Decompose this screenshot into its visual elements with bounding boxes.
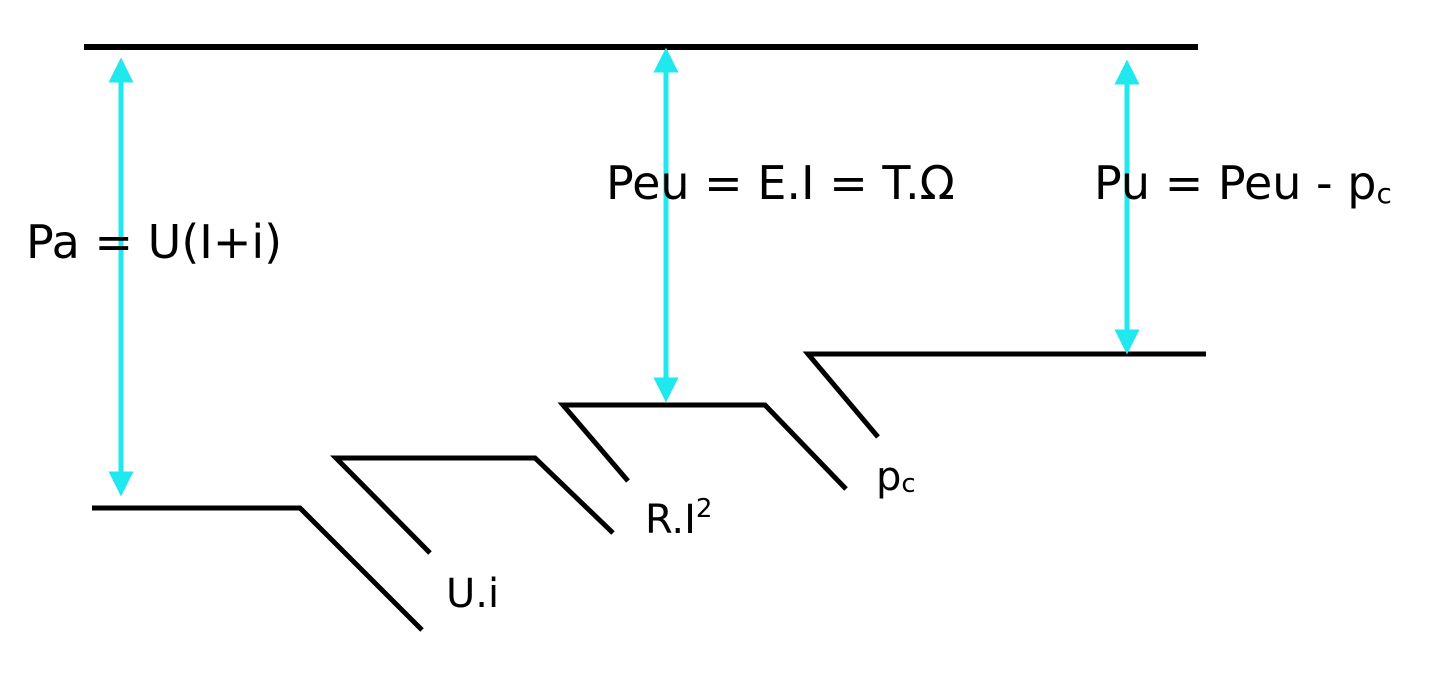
joule-loss-label: R.I2	[645, 494, 712, 543]
pc-loss-subscript: c	[901, 469, 915, 499]
output-step-line	[802, 351, 1206, 439]
ui-loss-step-line	[330, 455, 615, 555]
pa-formula-label: Pa = U(I+i)	[26, 215, 282, 269]
pu-formula-main: Pu = Peu - p	[1094, 156, 1376, 210]
peu-formula-label: Peu = E.I = T.Ω	[606, 156, 955, 210]
ui-loss-label: U.i	[446, 571, 499, 617]
joule-loss-superscript: 2	[696, 494, 713, 524]
input-step-line	[92, 505, 424, 632]
pc-loss-label: pc	[876, 454, 916, 500]
joule-loss-main: R.I	[645, 497, 696, 543]
joule-loss-step-line	[557, 402, 848, 491]
pc-loss-main: p	[876, 454, 901, 500]
pu-formula-label: Pu = Peu - pc	[1094, 156, 1392, 210]
pu-formula-subscript: c	[1376, 177, 1391, 210]
